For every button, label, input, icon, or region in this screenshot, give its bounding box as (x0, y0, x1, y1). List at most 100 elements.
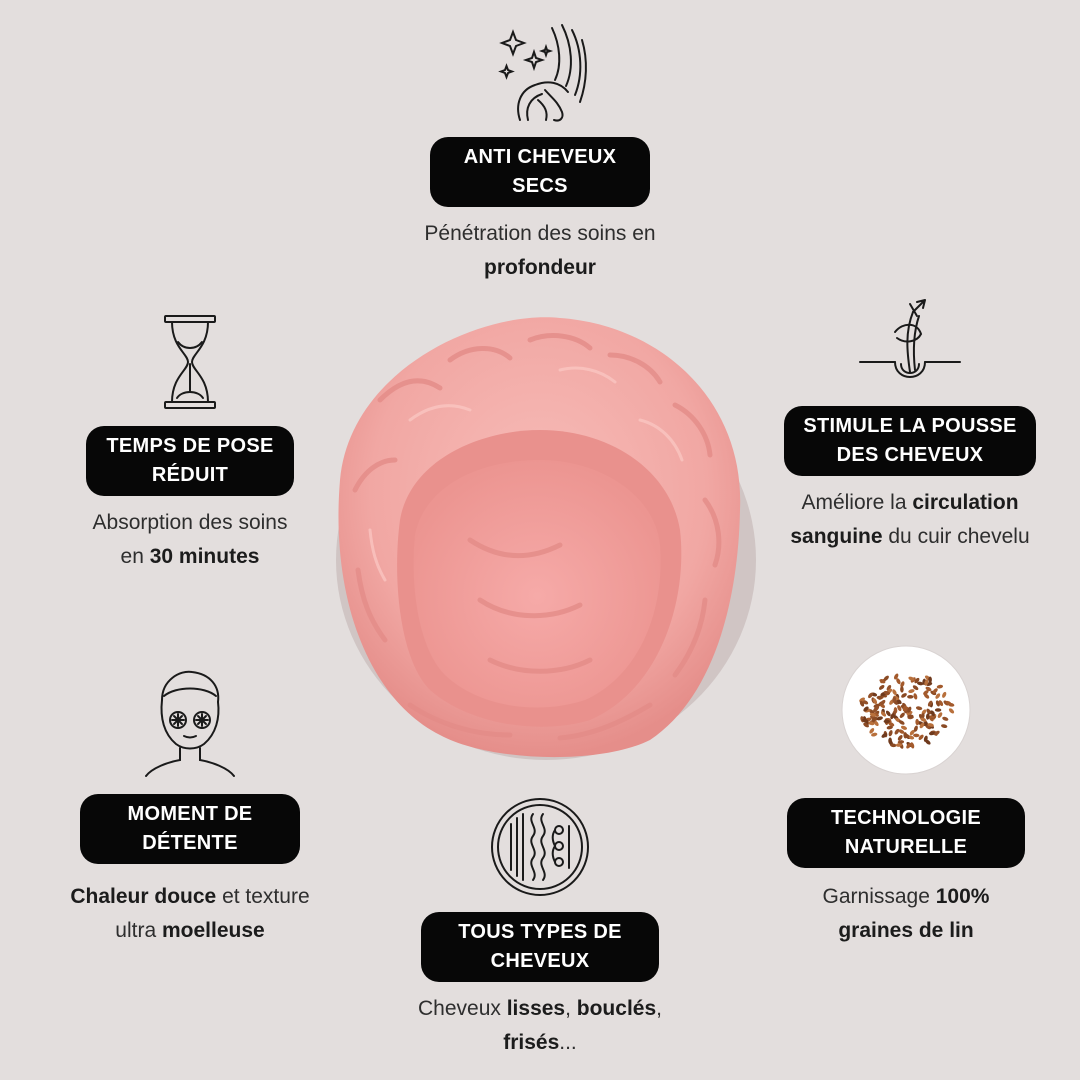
feature-description: Améliore la circulation sanguine du cuir… (790, 491, 1030, 548)
flax-seed (862, 718, 869, 723)
flax-seed (938, 700, 944, 707)
flax-seed (924, 679, 929, 686)
flax-seed (873, 705, 880, 712)
flax-seed (915, 706, 923, 711)
flax-seed (876, 695, 883, 700)
flax-seed (888, 737, 892, 744)
flax-seed (890, 713, 895, 720)
flax-seed (927, 700, 933, 707)
flax-seed (881, 733, 888, 738)
feature-anti-dry-hair: ANTI CHEVEUX SECS Pénétration des soins … (380, 20, 700, 285)
flax-seed (928, 731, 936, 736)
flax-seed (888, 721, 895, 727)
flax-seed (901, 693, 907, 698)
heating-cap-product-image (336, 317, 756, 760)
flax-seed (920, 717, 927, 722)
flax-seed (900, 681, 905, 688)
flax-seed (908, 676, 915, 681)
flax-seed (883, 690, 890, 695)
face-towel-cucumber-icon (145, 670, 235, 777)
flax-seed (897, 735, 903, 741)
feature-description: Cheveux lisses, bouclés, frisés... (418, 997, 662, 1054)
flax-seed (935, 693, 941, 699)
flax-seed (894, 673, 899, 680)
feature-natural-technology: TECHNOLOGIE NATURELLE Garnissage 100% gr… (756, 644, 1056, 948)
flax-seed (876, 716, 883, 721)
flax-seed (913, 733, 920, 738)
flax-seed (937, 712, 943, 718)
feature-title-badge: ANTI CHEVEUX SECS (430, 137, 650, 207)
feature-title-badge: MOMENT DE DÉTENTE (80, 794, 300, 864)
flax-seed (890, 743, 897, 748)
flax-seed (886, 725, 893, 730)
flax-seed (888, 730, 893, 737)
flax-seed (880, 711, 887, 717)
flax-seed (892, 689, 897, 696)
flax-seed (871, 732, 878, 737)
flax-seed (923, 693, 930, 699)
feature-stimulate-growth: STIMULE LA POUSSE DES CHEVEUX Améliore l… (760, 292, 1060, 554)
flax-seed (907, 706, 912, 713)
flax-seed (914, 677, 920, 684)
flax-seed (869, 712, 877, 717)
feature-description: Chaleur douce et texture ultra moelleuse (70, 885, 310, 942)
flax-seed (900, 725, 908, 730)
flax-seed (883, 719, 890, 724)
flax-seed (902, 705, 907, 712)
flax-seed (942, 716, 949, 721)
hair-sparkle-icon (498, 24, 587, 122)
flax-seed (863, 722, 869, 728)
flax-seed (923, 735, 928, 742)
flax-seed (918, 734, 924, 740)
flax-seed (897, 740, 905, 744)
flax-seed (948, 702, 955, 707)
flax-seed (896, 678, 901, 685)
flax-seed (880, 699, 886, 706)
flax-seed (909, 729, 915, 736)
flax-seed (907, 714, 914, 719)
flax-seed (910, 742, 915, 749)
flax-seed (913, 725, 918, 732)
feature-relaxation-moment: MOMENT DE DÉTENTE Chaleur douce et textu… (40, 668, 340, 948)
flax-seed (900, 686, 904, 693)
flax-seed (912, 685, 919, 691)
feature-description: Pénétration des soins en profondeur (424, 222, 656, 279)
flax-seed (913, 693, 918, 700)
flax-seed (895, 743, 903, 747)
flax-seed (903, 733, 910, 738)
flax-seed (871, 717, 877, 722)
flax-seed (932, 688, 938, 694)
flax-seed (892, 696, 897, 703)
flax-seed (926, 708, 931, 715)
flax-seed (907, 695, 914, 699)
flax-seed (859, 700, 865, 707)
hourglass-icon (164, 315, 216, 409)
flax-seed (908, 689, 915, 694)
flax-seed (873, 720, 879, 727)
flax-seed (948, 708, 955, 714)
flax-seed (898, 729, 905, 734)
flax-seed (934, 708, 942, 712)
flax-seed (923, 690, 929, 695)
feature-description: Garnissage 100% graines de lin (822, 885, 990, 942)
flax-seed (868, 692, 873, 699)
flax-seeds-image (841, 645, 971, 775)
flax-seed (869, 728, 875, 734)
feature-title-badge: STIMULE LA POUSSE DES CHEVEUX (784, 406, 1036, 476)
flax-seed (941, 724, 948, 728)
feature-title-badge: TECHNOLOGIE NATURELLE (787, 798, 1025, 868)
hair-types-circle-icon (491, 798, 589, 896)
flax-seed (936, 684, 944, 689)
flax-seed (883, 675, 889, 681)
flax-seed (925, 713, 930, 720)
flax-seed (872, 698, 878, 705)
hair-follicle-icon (859, 299, 961, 378)
feature-all-hair-types: TOUS TYPES DE CHEVEUX Cheveux lisses, bo… (390, 796, 690, 1060)
flax-seed (885, 710, 891, 717)
flax-seed (868, 721, 875, 726)
flax-seed (897, 705, 902, 712)
feature-reduced-pose-time: TEMPS DE POSE RÉDUIT Absorption des soin… (40, 312, 340, 574)
flax-seed (919, 722, 925, 729)
feature-title-badge: TEMPS DE POSE RÉDUIT (86, 426, 294, 496)
flax-seed (917, 681, 924, 686)
